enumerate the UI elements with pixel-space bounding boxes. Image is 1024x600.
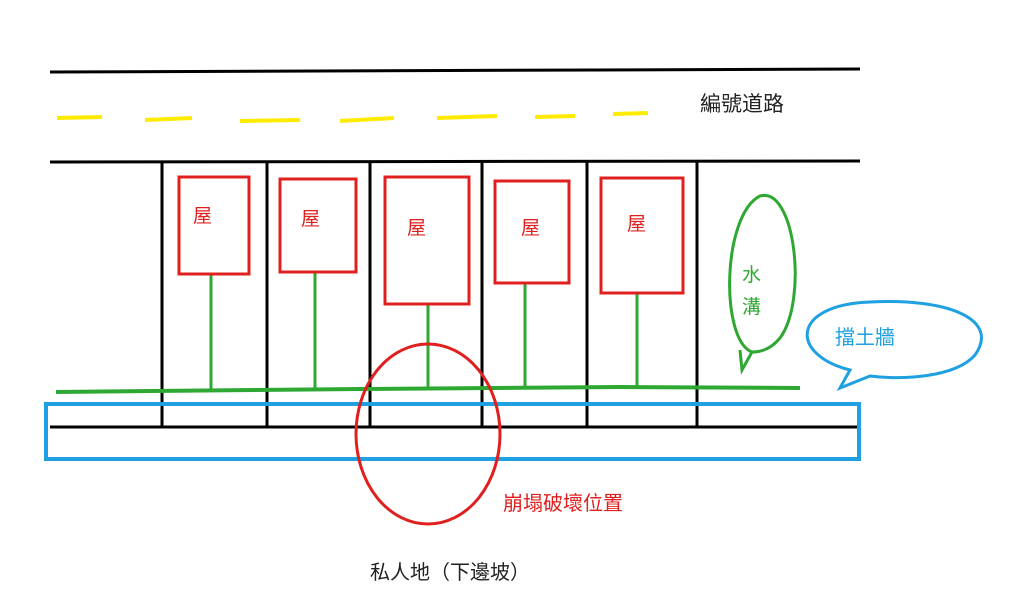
house-3-label: 屋: [407, 217, 426, 239]
road-top-edge: [49, 67, 861, 74]
retaining-wall-label: 擋土牆: [835, 325, 895, 349]
house-1-label: 屋: [193, 205, 212, 227]
retaining-wall-callout: [805, 300, 983, 391]
collapse-label: 崩塌破壞位置: [503, 491, 623, 515]
road-center-line: [56, 111, 649, 123]
retaining-wall-outline: [44, 402, 861, 461]
house-connectors: [209, 272, 639, 391]
house-5-label: 屋: [627, 213, 646, 235]
collapse-location-circle: [354, 342, 502, 526]
drain-label-2: 溝: [742, 296, 761, 318]
house-2-label: 屋: [301, 208, 320, 230]
houses: 屋 屋 屋 屋 屋: [177, 175, 685, 306]
lot-boundaries: [160, 162, 699, 428]
house-3: [383, 175, 471, 306]
road-bottom-edge: [49, 159, 861, 164]
house-1: [177, 175, 251, 276]
road-label: 編號道路: [700, 92, 784, 116]
drain-callout: [728, 194, 797, 375]
house-4: [493, 179, 571, 285]
drain-label-1: 水: [742, 264, 761, 286]
house-4-label: 屋: [521, 217, 540, 239]
house-2: [278, 177, 358, 274]
private-land-label: 私人地（下邊坡）: [370, 560, 530, 584]
house-5: [599, 176, 685, 295]
